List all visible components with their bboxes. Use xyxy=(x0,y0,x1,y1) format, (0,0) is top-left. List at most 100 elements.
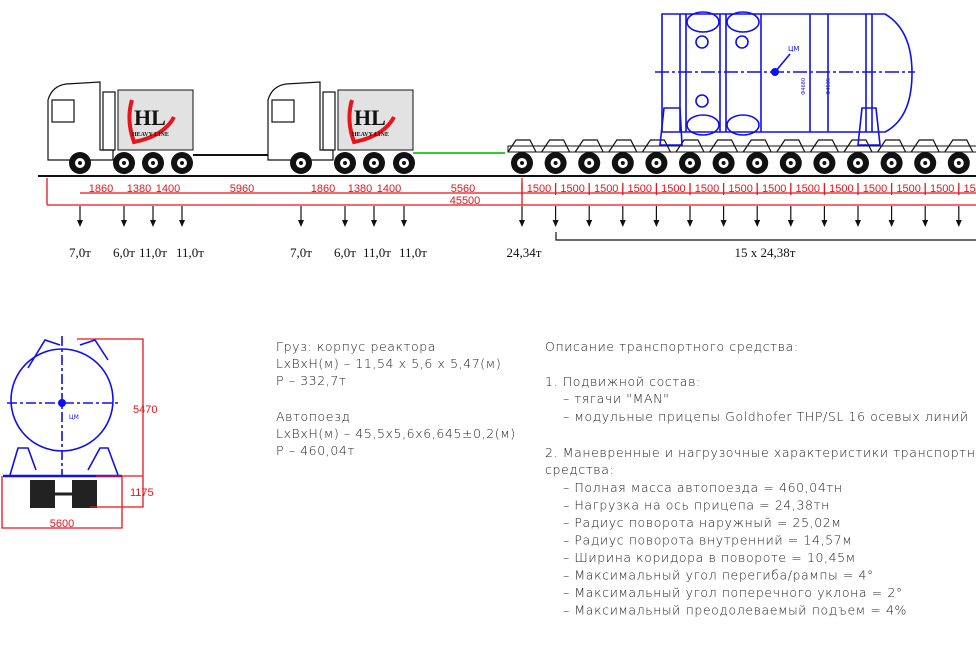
load-arrow xyxy=(150,206,156,227)
wheel xyxy=(645,152,668,174)
axle-spacing-dim: 1380 xyxy=(348,183,372,195)
wheel xyxy=(544,152,567,174)
wheel xyxy=(69,152,91,174)
dimension-chain: 45500 xyxy=(46,178,976,207)
axle-spacing-dim: 1500 xyxy=(896,183,920,195)
axle-spacing-dim: 1500 xyxy=(661,183,685,195)
exhaust-stack xyxy=(322,91,336,151)
list-item: – Максимальный угол поперечного уклона =… xyxy=(563,585,903,600)
load-arrow xyxy=(298,206,304,227)
logo-text: HEAVY LINE xyxy=(352,132,389,138)
section-heading: 2. Маневренные и нагрузочные характерист… xyxy=(545,445,976,460)
axle-spacing-dim: 5560 xyxy=(451,183,475,195)
section-heading: 1. Подвижной состав: xyxy=(545,374,701,389)
wheel xyxy=(914,152,937,174)
load-arrow xyxy=(552,206,559,227)
load-arrow xyxy=(586,206,593,227)
load-arrow xyxy=(77,206,83,227)
axle-spacing-dim: 1500 xyxy=(796,183,820,195)
logo-swoosh xyxy=(347,99,396,145)
train-dimensions: LxBxH(м) – 45,5x5,6x6,645±0,2(м) xyxy=(276,426,516,441)
load-arrow xyxy=(401,206,407,227)
train-title: Автопоезд xyxy=(276,409,351,424)
suspension-module xyxy=(675,139,705,153)
section-heading: средства: xyxy=(545,462,614,477)
load-arrow xyxy=(787,206,794,227)
logo-letters: HL xyxy=(134,105,166,130)
load-arrow xyxy=(179,206,185,227)
wheel xyxy=(813,152,836,174)
axle-spacing-dim: 1500 xyxy=(964,183,976,195)
suspension-module xyxy=(910,139,940,153)
wheel xyxy=(712,152,735,174)
axle-load: 11,0т xyxy=(176,245,204,260)
load-arrow xyxy=(519,206,525,227)
reactor-side-view: ЦМ Ф4680 Ф4535 xyxy=(655,11,915,146)
cargo-weight: P – 332,7т xyxy=(276,373,346,388)
axle-spacing-dim: 1500 xyxy=(829,183,853,195)
wheel xyxy=(880,152,903,174)
logo-letters: HL xyxy=(354,105,386,130)
cab-window xyxy=(51,99,75,123)
suspension-module xyxy=(944,139,974,153)
list-item: – Максимальный угол перегиба/рампы = 4° xyxy=(563,568,874,583)
cog-label: ЦМ xyxy=(788,45,799,53)
reactor-front-view: ЦМ 5470 1175 5600 xyxy=(1,336,157,530)
tractor-2: HL HEAVY LINE xyxy=(267,81,505,161)
suspension-module xyxy=(776,139,806,153)
suspension-module xyxy=(641,139,671,153)
axle-spacing-dim: 1400 xyxy=(377,183,401,195)
trailer-dims: 1500 1500 1500 1500 1500 1500 1500 1500 1500 1500… xyxy=(521,183,976,195)
diameter-label: Ф4680 xyxy=(801,78,807,95)
load-arrow xyxy=(687,206,693,227)
axle-spacing-dim: 1860 xyxy=(311,183,335,195)
axle-spacing-dim: 1500 xyxy=(863,183,887,195)
trailer-deck xyxy=(507,145,976,153)
load-arrow xyxy=(342,206,348,227)
axle-load: 6,0т xyxy=(113,245,135,260)
list-item: – Ширина коридора в повороте = 10,45м xyxy=(563,550,856,565)
load-arrow xyxy=(821,206,828,227)
logo-text: HEAVY LINE xyxy=(132,132,169,138)
axle-spacing-dim: 1500 xyxy=(560,183,584,195)
load-arrows xyxy=(77,206,962,227)
wheel xyxy=(847,152,869,174)
suspension-module xyxy=(541,139,571,153)
load-arrow xyxy=(619,206,626,227)
axle-spacing-dim: 1860 xyxy=(89,183,113,195)
load-arrow xyxy=(888,206,895,227)
cargo-info: Груз: корпус реактора LxBxH(м) – 11,54 x… xyxy=(276,339,516,458)
axle-spacing-dim: 5960 xyxy=(230,183,254,195)
list-item: – Полная масса автопоезда = 460,04тн xyxy=(563,480,843,495)
description-title: Описание транспортного средства: xyxy=(545,339,799,354)
axle-load: 7,0т xyxy=(69,245,91,260)
tractor-1: HL HEAVY LINE xyxy=(47,81,268,161)
load-arrow xyxy=(855,206,861,227)
axle-load: 6,0т xyxy=(334,245,356,260)
wheel xyxy=(171,152,193,174)
suspension-module xyxy=(877,139,907,153)
suspension-module xyxy=(809,139,839,153)
width-dim: 5600 xyxy=(50,518,74,530)
axle-spacing-dim: 1500 xyxy=(527,183,551,195)
load-arrow xyxy=(653,206,660,227)
list-item: – модульные прицепы Goldhofer THP/SL 16 … xyxy=(563,409,969,424)
load-arrow xyxy=(720,206,727,227)
wheel xyxy=(290,152,312,174)
axle-spacing-dim: 1400 xyxy=(156,183,180,195)
overall-length-dim: 45500 xyxy=(450,195,481,207)
axle-loads: 7,0т 6,0т 11,0т 11,0т 7,0т 6,0т 11,0т 11… xyxy=(69,232,976,260)
suspension-module xyxy=(742,139,772,153)
wheel xyxy=(611,152,634,174)
axle-spacing-dim: 1500 xyxy=(628,183,652,195)
wheel xyxy=(746,152,769,174)
wheel xyxy=(779,152,802,174)
wheel xyxy=(363,152,385,174)
axle-spacing-dim: 1500 xyxy=(762,183,786,195)
load-arrow xyxy=(922,206,929,227)
axle-spacing-dim: 1500 xyxy=(594,183,618,195)
group-bracket xyxy=(555,232,976,241)
trailer-wheels-front xyxy=(30,480,97,508)
diameter-label: Ф4535 xyxy=(826,78,832,95)
axle-spacing-dim: 1500 xyxy=(930,183,954,195)
